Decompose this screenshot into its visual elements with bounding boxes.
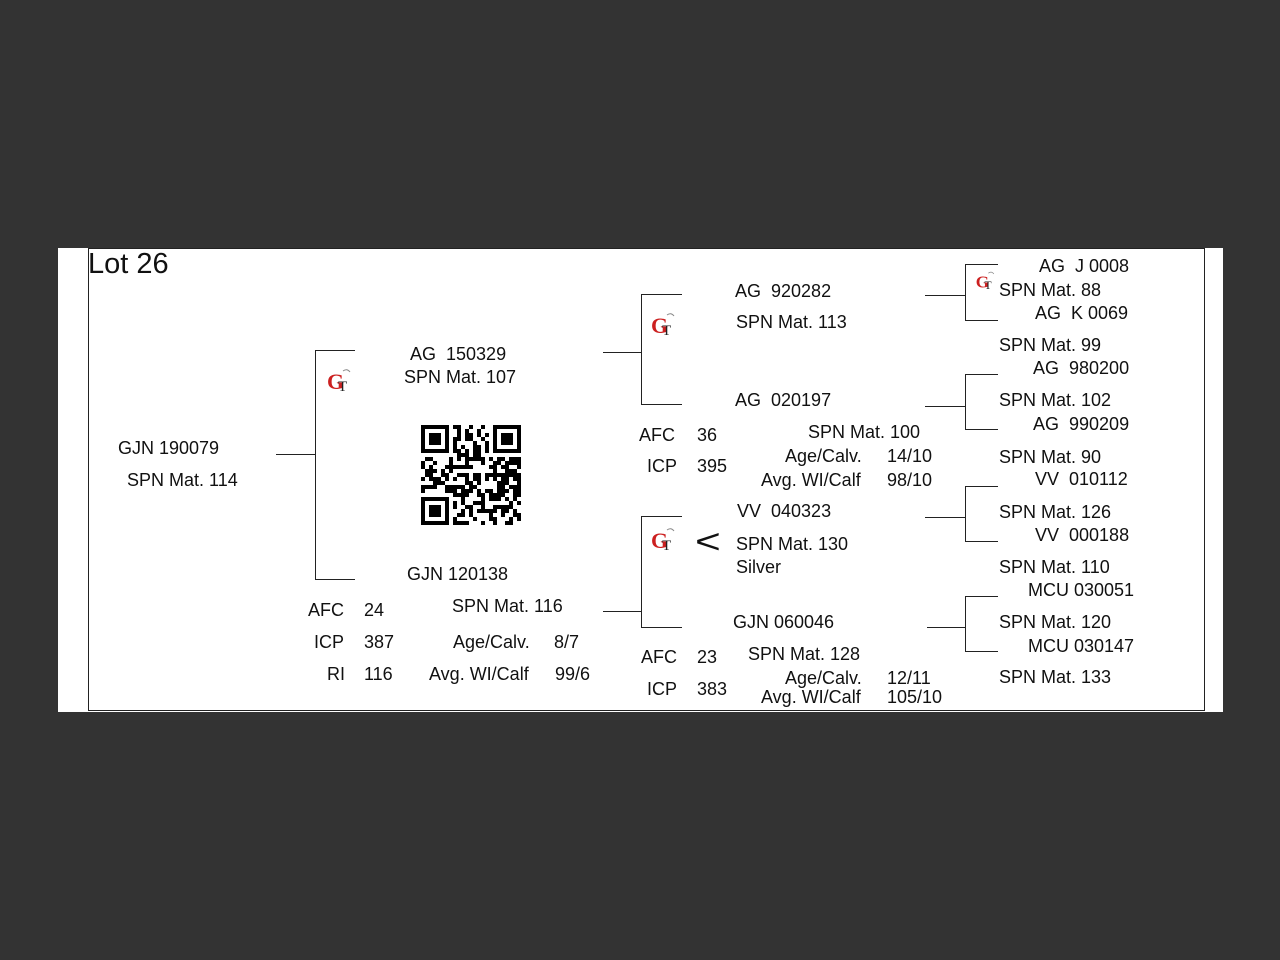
svg-text:G: G <box>651 528 668 553</box>
gt-breeder-logo: G T <box>976 271 995 292</box>
ds-spn: SPN Mat. 130 <box>736 534 849 554</box>
dd-age-calv-value: 12/11 <box>887 668 931 688</box>
svg-text:T: T <box>662 323 671 339</box>
gen4-spn: SPN Mat. 133 <box>999 667 1112 687</box>
dd-afc-value: 23 <box>697 647 718 667</box>
gen4-spn: SPN Mat. 110 <box>999 557 1110 577</box>
ss-spn: SPN Mat. 113 <box>736 312 847 332</box>
dam-afc-value: 24 <box>364 600 385 620</box>
gen4-id: MCU 030147 <box>1028 636 1135 656</box>
sire-id: AG 150329 <box>410 344 507 364</box>
svg-text:T: T <box>984 279 991 292</box>
dam-ri-value: 116 <box>364 664 393 684</box>
gen4-spn: SPN Mat. 90 <box>999 447 1102 467</box>
dam-id: GJN 120138 <box>407 564 509 584</box>
lot-label: Lot 26 <box>88 248 169 280</box>
gt-breeder-logo: G T <box>651 528 675 554</box>
ds-id: VV 040323 <box>737 501 832 521</box>
ss-id: AG 920282 <box>735 281 832 301</box>
dd-avg-wi-value: 105/10 <box>887 687 943 707</box>
dam-avg-wi-value: 99/6 <box>555 664 591 684</box>
dd-icp-value: 383 <box>697 679 728 699</box>
sd-afc-value: 36 <box>697 425 718 445</box>
gen4-id: AG 980200 <box>1033 358 1130 378</box>
sd-age-calv-value: 14/10 <box>887 446 933 466</box>
gen4-id: VV 000188 <box>1035 525 1130 545</box>
gen4-id: AG J 0008 <box>1039 256 1130 276</box>
sd-icp-label: ICP <box>647 456 678 476</box>
gen4-id: AG 990209 <box>1033 414 1130 434</box>
dd-spn: SPN Mat. 128 <box>748 644 861 664</box>
pedigree-frame <box>88 248 1205 711</box>
dd-age-calv-label: Age/Calv. <box>785 668 862 688</box>
gt-breeder-logo: G T <box>651 313 675 339</box>
svg-text:G: G <box>651 313 668 338</box>
gen4-spn: SPN Mat. 99 <box>999 335 1102 355</box>
svg-text:T: T <box>338 379 347 395</box>
gen4-id: VV 010112 <box>1035 469 1128 489</box>
gen4-id: MCU 030051 <box>1028 580 1135 600</box>
animal-spn: SPN Mat. 114 <box>127 470 238 490</box>
gt-breeder-logo: G T <box>327 369 351 395</box>
dam-age-calv-label: Age/Calv. <box>453 632 530 652</box>
dd-icp-label: ICP <box>647 679 678 699</box>
dam-age-calv-value: 8/7 <box>554 632 580 652</box>
dam-ri-label: RI <box>327 664 345 684</box>
sire-spn: SPN Mat. 107 <box>404 367 517 387</box>
svg-text:T: T <box>662 538 671 554</box>
dam-avg-wi-label: Avg. WI/Calf <box>429 664 529 684</box>
qr-code-icon[interactable] <box>421 425 521 525</box>
dam-icp-label: ICP <box>314 632 345 652</box>
ds-award: Silver <box>736 557 782 577</box>
dd-id: GJN 060046 <box>733 612 835 632</box>
sd-age-calv-label: Age/Calv. <box>785 446 862 466</box>
sd-avg-wi-label: Avg. WI/Calf <box>761 470 861 490</box>
less-than-symbol: < <box>695 523 721 561</box>
gen4-spn: SPN Mat. 126 <box>999 502 1112 522</box>
sd-avg-wi-value: 98/10 <box>887 470 933 490</box>
svg-text:G: G <box>327 369 344 394</box>
svg-text:G: G <box>976 272 989 291</box>
dam-afc-label: AFC <box>308 600 344 620</box>
sd-spn: SPN Mat. 100 <box>808 422 921 442</box>
gen4-spn: SPN Mat. 102 <box>999 390 1112 410</box>
sd-icp-value: 395 <box>697 456 728 476</box>
dam-spn: SPN Mat. 116 <box>452 596 563 616</box>
gen4-spn: SPN Mat. 88 <box>999 280 1102 300</box>
pedigree-sheet <box>58 248 1223 712</box>
dd-avg-wi-label: Avg. WI/Calf <box>761 687 861 707</box>
sd-afc-label: AFC <box>639 425 675 445</box>
gen4-spn: SPN Mat. 120 <box>999 612 1112 632</box>
dam-icp-value: 387 <box>364 632 395 652</box>
sd-id: AG 020197 <box>735 390 832 410</box>
dd-afc-label: AFC <box>641 647 677 667</box>
gen4-id: AG K 0069 <box>1035 303 1129 323</box>
animal-id: GJN 190079 <box>118 438 220 458</box>
